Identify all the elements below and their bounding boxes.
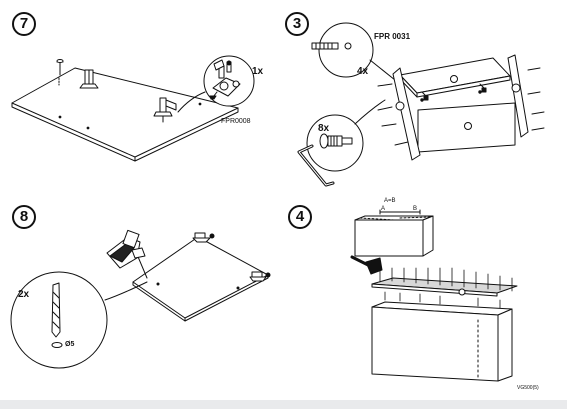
illustrations bbox=[10, 22, 545, 382]
step-4-dimension-label: A=B bbox=[384, 198, 396, 204]
step-8-number: 8 bbox=[12, 205, 36, 229]
step-8-qty-label: 2x bbox=[18, 289, 30, 300]
hinge-icon bbox=[153, 97, 177, 123]
cabinet-body bbox=[371, 301, 513, 382]
diagonal-check-box bbox=[354, 209, 434, 257]
back-panel bbox=[371, 277, 518, 297]
nails-icon bbox=[379, 267, 513, 309]
step-8-drill-size: Ø5 bbox=[65, 341, 75, 348]
step-8-illustration bbox=[10, 229, 271, 369]
right-side-panel bbox=[507, 54, 529, 138]
step-7-part-code: FPR0008 bbox=[221, 118, 251, 125]
step-4-label-a: A bbox=[381, 206, 386, 212]
step-3-number: 3 bbox=[285, 12, 309, 36]
step-4-number: 4 bbox=[288, 205, 312, 229]
document-code: VG500(5) bbox=[517, 385, 539, 391]
side-panel-board bbox=[11, 67, 239, 162]
drill-icon bbox=[106, 229, 148, 279]
step-3-illustration bbox=[297, 22, 545, 187]
step-3-part-code: FPR 0031 bbox=[374, 32, 411, 41]
footer-bar bbox=[0, 400, 567, 409]
screw-detail-zoom bbox=[297, 99, 386, 187]
left-side-panel bbox=[392, 67, 421, 161]
top-panel bbox=[399, 57, 511, 102]
dowel-detail-zoom bbox=[311, 22, 396, 81]
step-4-label-b: B bbox=[413, 206, 418, 212]
hinge-fitting-top bbox=[192, 232, 215, 243]
screw-icon bbox=[56, 59, 64, 76]
step-7-illustration bbox=[11, 55, 255, 162]
panel-board bbox=[132, 236, 269, 322]
hammer-icon bbox=[350, 255, 383, 275]
hinge-plate-icon bbox=[79, 69, 99, 89]
step-3-screw-qty: 8x bbox=[318, 123, 330, 134]
step-7-qty-label: 1x bbox=[252, 66, 264, 77]
bottom-panel bbox=[417, 102, 516, 153]
drill-bit-zoom bbox=[10, 271, 148, 369]
step-7-number: 7 bbox=[12, 12, 36, 36]
screw-arrows bbox=[377, 67, 545, 146]
hinge-fitting-bottom bbox=[249, 271, 271, 282]
step-4-illustration bbox=[350, 209, 518, 382]
step-3-dowel-qty: 4x bbox=[357, 66, 369, 77]
hinge-detail-zoom bbox=[177, 55, 255, 113]
